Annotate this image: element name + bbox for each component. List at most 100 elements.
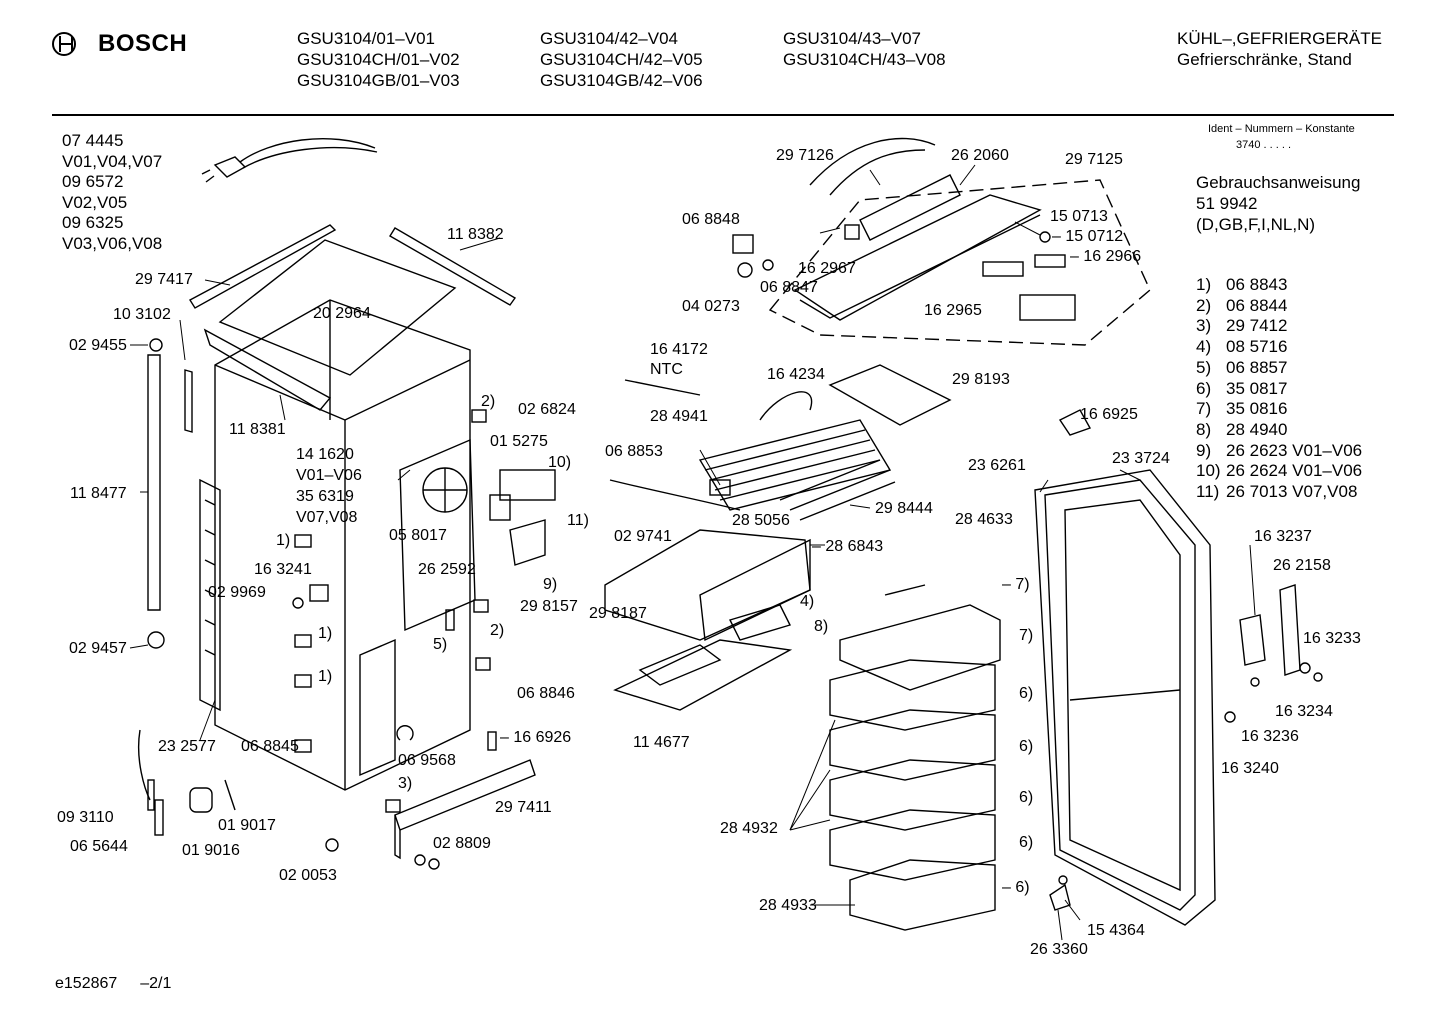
part-label: 06 8847 — [760, 279, 818, 296]
part-label: 26 3360 — [1030, 941, 1088, 958]
footnote-item: 6)35 0817 — [1196, 378, 1288, 398]
part-label: 02 9457 — [69, 640, 127, 657]
part-label: 28 4932 — [720, 820, 778, 837]
cable-part: 09 6572 — [62, 172, 124, 192]
part-label: 26 2592 — [418, 561, 476, 578]
part-label: 02 9741 — [614, 528, 672, 545]
callout-label: 1) — [318, 625, 333, 642]
callout-label: 2) — [481, 393, 496, 410]
part-label: 23 3724 — [1112, 450, 1170, 467]
footnote-item: 9)26 2623 V01–V06 — [1196, 440, 1363, 460]
model-code: GSU3104/42–V04 — [540, 29, 678, 48]
freezer-baskets-icon — [829, 584, 1001, 931]
footnote-item: 5)06 8857 — [1196, 357, 1288, 377]
part-label: 09 3110 — [57, 809, 114, 826]
part-label: – 28 6843 — [812, 538, 884, 555]
part-label: 02 0053 — [279, 867, 337, 884]
callout-label: – 7) — [1002, 576, 1030, 593]
part-label: 16 3241 — [254, 561, 312, 578]
part-label: 06 8846 — [517, 685, 575, 702]
drawer-unit-icon — [604, 529, 811, 711]
part-label: 14 1620 — [296, 446, 354, 463]
callout-label: 11) — [567, 512, 589, 529]
manual-languages: (D,GB,F,I,NL,N) — [1196, 215, 1316, 234]
part-label: 29 8187 — [589, 605, 647, 622]
callout-label: 6) — [1019, 789, 1034, 806]
drawing-code: e152867 — [55, 975, 118, 992]
model-code: GSU3104/43–V07 — [783, 29, 921, 48]
kick-plate-icon — [394, 759, 536, 870]
part-label: 06 5644 — [70, 838, 128, 855]
part-label: NTC — [650, 361, 683, 378]
part-label: – 16 6926 — [500, 729, 572, 746]
part-label: – 15 0712 — [1052, 228, 1124, 245]
part-label: 02 6824 — [518, 401, 576, 418]
part-label: – 16 2966 — [1070, 248, 1142, 265]
part-label: 28 4633 — [955, 511, 1013, 528]
part-label: 01 5275 — [490, 433, 548, 450]
leader-lines — [129, 164, 1256, 941]
part-label: 16 3234 — [1275, 703, 1333, 720]
callout-label: 10) — [548, 454, 572, 471]
footnote-item: 4)08 5716 — [1196, 337, 1288, 357]
cable-variants: 07 4445 V01,V04,V07 09 6572 V02,V05 09 6… — [62, 131, 162, 255]
cable-part: 09 6325 — [62, 213, 124, 233]
part-label: 29 7126 — [776, 147, 834, 164]
part-label: 15 4364 — [1087, 922, 1145, 939]
part-label: 29 7411 — [495, 799, 552, 816]
part-label: 06 9568 — [398, 752, 456, 769]
drain-tube-icon — [147, 338, 193, 649]
category-title: KÜHL–,GEFRIERGERÄTE Gefrierschränke, Sta… — [1177, 28, 1382, 70]
part-label: 11 8477 — [70, 485, 127, 502]
callout-label: 6) — [1019, 738, 1034, 755]
brand-logo: BOSCH — [52, 30, 187, 58]
part-label: 16 4172 — [650, 341, 708, 358]
footnote-item: 2)06 8844 — [1196, 295, 1288, 315]
part-label: 20 2964 — [313, 305, 371, 322]
part-label: 28 4941 — [650, 408, 708, 425]
manual-title: Gebrauchsanweisung — [1196, 173, 1361, 192]
part-label: 26 2158 — [1273, 557, 1331, 574]
part-label: V07,V08 — [296, 509, 358, 526]
control-panel-icon — [732, 137, 1151, 346]
part-label: 06 8848 — [682, 211, 740, 228]
callout-label: 9) — [543, 576, 558, 593]
part-label: 02 9455 — [69, 337, 127, 354]
part-label: 35 6319 — [296, 488, 354, 505]
part-label: 23 6261 — [968, 457, 1026, 474]
tube-coil-icon — [779, 459, 896, 521]
part-label: 02 9969 — [208, 584, 266, 601]
part-label: 16 2967 — [798, 260, 856, 277]
page-number: –2/1 — [140, 975, 172, 992]
part-label: 16 2965 — [924, 302, 982, 319]
part-label: 05 8017 — [389, 527, 447, 544]
evaporator-icon — [609, 379, 892, 511]
callout-label: 1) — [276, 532, 291, 549]
power-cable-icon — [201, 138, 378, 183]
manual-block: Gebrauchsanweisung 51 9942 (D,GB,F,I,NL,… — [1196, 172, 1360, 235]
models-col-1: GSU3104/01–V01 GSU3104CH/01–V02 GSU3104G… — [297, 28, 460, 91]
part-label: 15 0713 — [1050, 208, 1108, 225]
hinge-icon — [1049, 409, 1323, 911]
footnote-item: 11)26 7013 V07,V08 — [1196, 482, 1358, 502]
clip-icon — [292, 409, 497, 813]
category-line-1: KÜHL–,GEFRIERGERÄTE — [1177, 29, 1382, 48]
cable-variant: V01,V04,V07 — [62, 151, 163, 171]
part-label: 02 8809 — [433, 835, 491, 852]
part-label: 11 8381 — [229, 421, 286, 438]
cabinet-body-icon — [199, 299, 471, 791]
part-label: 06 8853 — [605, 443, 663, 460]
top-plate-icon — [189, 224, 517, 411]
part-label: 06 8845 — [241, 738, 299, 755]
part-label: 26 2060 — [951, 147, 1009, 164]
ident-value: 3740 . . . . . — [1236, 139, 1292, 151]
manual-number: 51 9942 — [1196, 194, 1258, 213]
models-col-2: GSU3104/42–V04 GSU3104CH/42–V05 GSU3104G… — [540, 28, 703, 91]
part-label: 16 3236 — [1241, 728, 1299, 745]
footnote-list: 1)06 8843 2)06 8844 3)29 7412 4)08 5716 … — [1196, 275, 1362, 503]
footnote-item: 1)06 8843 — [1196, 275, 1288, 294]
callout-label: 8) — [814, 618, 829, 635]
part-label: 16 6925 — [1080, 406, 1138, 423]
part-label: 29 8444 — [875, 500, 933, 517]
